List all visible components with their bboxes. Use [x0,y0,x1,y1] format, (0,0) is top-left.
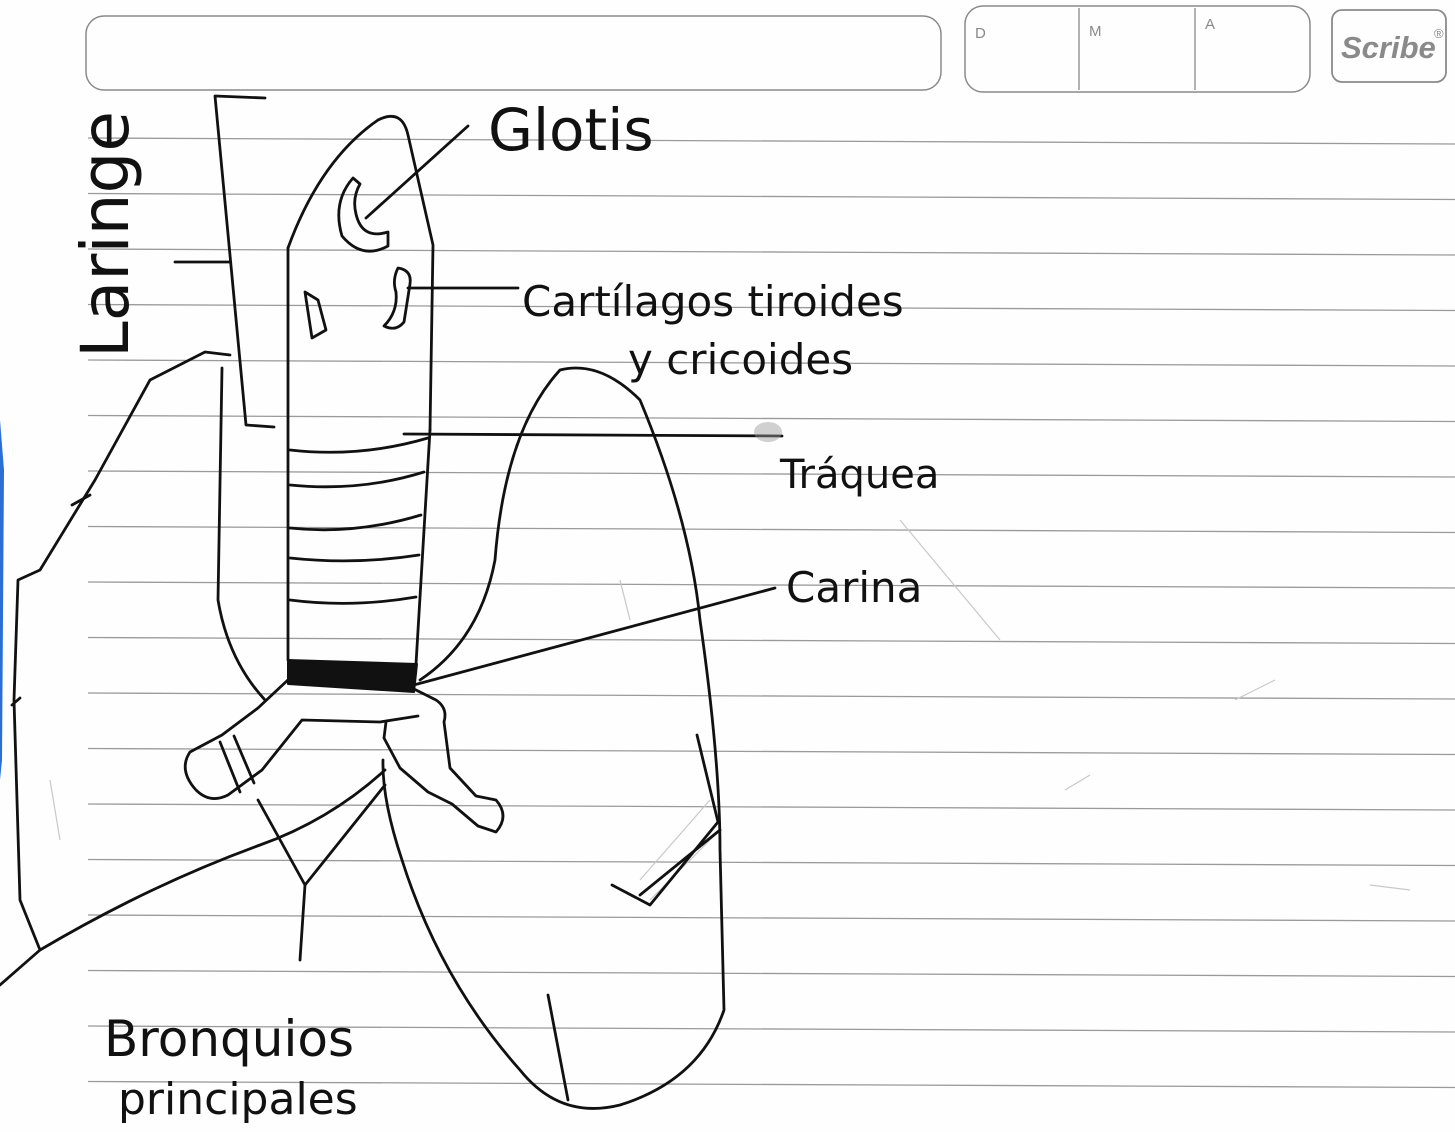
ruled-line [88,416,1455,422]
date-label-year: A [1205,16,1215,33]
ruled-line [88,138,1455,144]
trachea-ring [290,472,424,487]
label-bronquios-line2: principales [118,1074,358,1125]
larynx-outline [288,116,433,430]
brand-logo: Scribe [1341,30,1436,65]
ruled-line [88,249,1455,255]
trachea-ring [290,597,416,603]
date-label-month: M [1089,23,1102,40]
label-glotis: Glotis [488,96,654,164]
cartilage-left [305,292,326,338]
label-cartilagos-line1: Cartílagos tiroides [522,277,904,326]
label-carina: Carina [786,563,922,612]
ruled-line [88,471,1455,477]
ruled-line [88,971,1455,977]
trachea-ring [290,555,419,561]
left-lung-outline [0,352,230,985]
ink-smudge [754,422,782,442]
label-traquea: Tráquea [779,452,939,498]
bronquios-leader [258,785,385,885]
left-bronchus-ring [234,736,254,783]
ruled-line [88,749,1455,755]
trachea-right-wall [416,430,430,664]
ruled-line [88,915,1455,921]
label-bronquios-line1: Bronquios [104,1010,354,1068]
title-box [86,16,941,90]
ruled-line [88,582,1455,588]
traquea-leader [404,434,782,436]
header: D M A Scribe ® [86,6,1446,92]
glottis-shape [339,178,388,251]
right-lung-fissure-tick [548,995,568,1100]
ruled-line [88,804,1455,810]
label-cartilagos-line2: y cricoides [628,335,853,384]
ruled-line [88,638,1455,644]
date-box [965,6,1310,92]
cartilage-right [384,268,410,328]
ruled-line [88,194,1455,200]
ruled-line [88,693,1455,699]
left-lung-inner [218,368,265,700]
label-laringe: Laringe [67,111,144,358]
carina-band [288,660,417,692]
bronquios-leader-stem [300,885,305,960]
left-blue-edge [0,420,4,780]
right-lung-outline [383,368,724,1108]
brand-registered-mark: ® [1434,26,1444,41]
larynx-trachea-junction [290,438,428,452]
right-main-bronchus [384,688,503,832]
right-lung-fissure [612,735,718,905]
date-label-day: D [975,25,986,42]
